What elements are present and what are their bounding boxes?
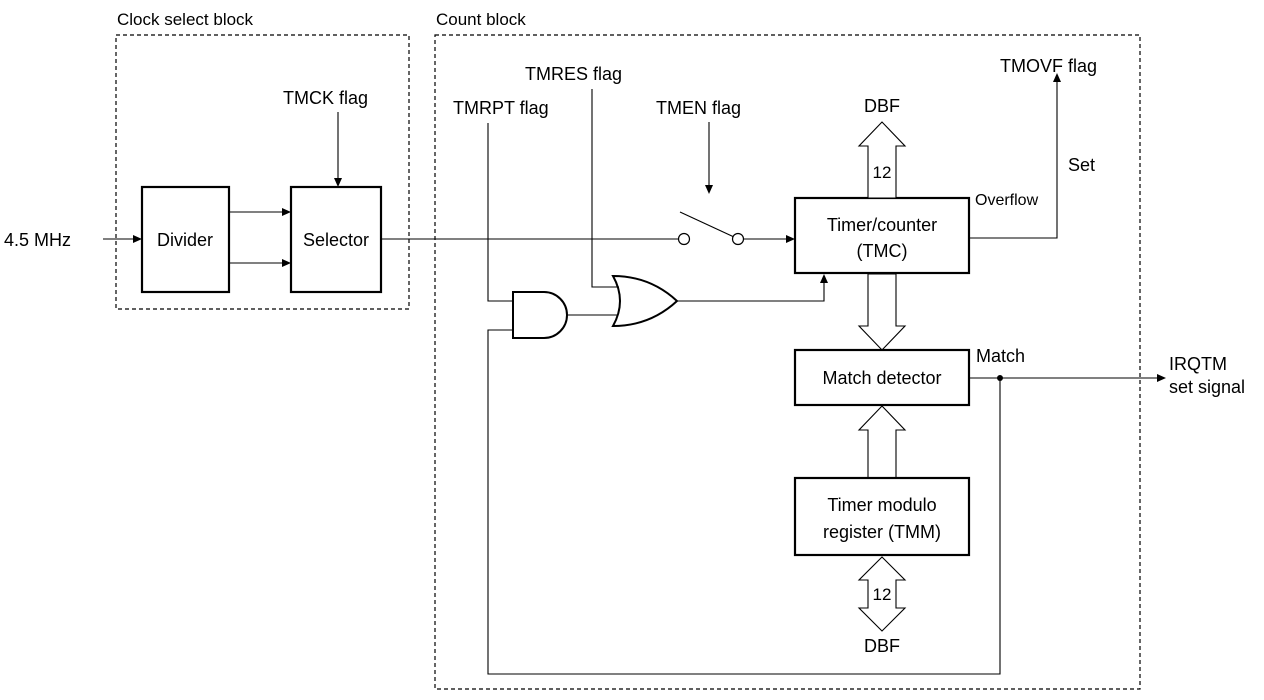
overflow-label: Overflow <box>975 192 1039 209</box>
timer-counter-label-2: (TMC) <box>857 241 908 261</box>
or-to-tmc-wire <box>677 283 825 302</box>
tmrpt-flag-label: TMRPT flag <box>453 98 549 118</box>
match-output-arrow <box>1157 374 1166 382</box>
tmovf-flag-label: TMOVF flag <box>1000 56 1097 76</box>
divider-label: Divider <box>157 230 213 250</box>
or-gate <box>611 274 679 328</box>
switch-contact <box>679 211 735 238</box>
timer-counter-label-1: Timer/counter <box>827 215 937 235</box>
count-block-frame <box>434 34 1141 690</box>
tmm-dbf-label: DBF <box>864 636 900 656</box>
timer-modulo-label-1: Timer modulo <box>827 495 936 515</box>
tmc-dbf-bus <box>857 121 907 199</box>
tmm-dbf-bus <box>857 556 907 632</box>
tmm-bus-width-label: 12 <box>873 585 892 604</box>
set-label: Set <box>1068 155 1095 175</box>
tmen-flag-label: TMEN flag <box>656 98 741 118</box>
selector-label: Selector <box>303 230 369 250</box>
divider-selector-arrow-2 <box>282 259 291 267</box>
match-detector-label: Match detector <box>822 368 941 388</box>
match-feedback-wire <box>487 329 1001 675</box>
switch-terminal-left <box>677 232 691 246</box>
tmm-to-match-bus <box>857 405 907 479</box>
match-label: Match <box>976 346 1025 366</box>
clock-input-label: 4.5 MHz <box>4 230 71 250</box>
switch-to-tmc-arrow <box>786 235 795 243</box>
or-to-tmc-arrow <box>820 274 828 283</box>
irqtm-label-2: set signal <box>1169 377 1245 397</box>
tmck-flag-label: TMCK flag <box>283 88 368 108</box>
tmovf-arrow <box>1053 73 1061 82</box>
timer-counter-box <box>793 196 971 275</box>
tmc-to-match-bus <box>857 273 907 351</box>
timer-modulo-label-2: register (TMM) <box>823 522 941 542</box>
timer-modulo-box <box>793 476 971 557</box>
count-block-title: Count block <box>436 10 526 29</box>
clock-select-block-title: Clock select block <box>117 10 254 29</box>
divider-selector-arrow-1 <box>282 208 291 216</box>
clock-select-block-frame <box>115 34 410 310</box>
tmres-flag-label: TMRES flag <box>525 64 622 84</box>
tmen-flag-arrow <box>705 185 713 194</box>
selector-box <box>289 185 383 294</box>
irqtm-label-1: IRQTM <box>1169 354 1227 374</box>
tmres-wire <box>591 89 619 288</box>
switch-terminal-right <box>731 232 745 246</box>
tmc-bus-width-label: 12 <box>873 163 892 182</box>
match-detector-box <box>793 348 971 407</box>
tmrpt-wire <box>487 123 513 302</box>
tmck-flag-arrow <box>334 178 342 187</box>
overflow-wire <box>970 81 1058 239</box>
divider-box <box>140 185 231 294</box>
and-gate <box>512 291 568 339</box>
clock-input-arrow <box>133 235 142 243</box>
tmc-dbf-label: DBF <box>864 96 900 116</box>
